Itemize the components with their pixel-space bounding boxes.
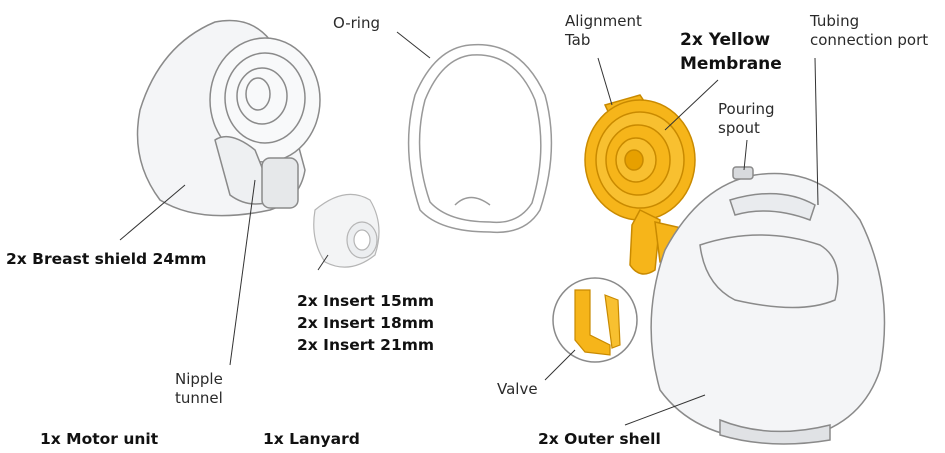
motor-unit-label: 1x Motor unit xyxy=(40,428,158,450)
valve-label: Valve xyxy=(497,380,538,399)
insert xyxy=(314,194,379,267)
outer-shell-label: 2x Outer shell xyxy=(538,428,661,450)
o-ring xyxy=(409,45,552,233)
valve-detail xyxy=(553,278,637,362)
nipple-tunnel-label: Nipple tunnel xyxy=(175,370,223,408)
o-ring-label: O-ring xyxy=(333,14,380,33)
breast-shield xyxy=(138,20,321,215)
inserts-label: 2x Insert 15mm 2x Insert 18mm 2x Insert … xyxy=(297,290,434,356)
yellow-membrane-label: 2x Yellow Membrane xyxy=(680,28,782,76)
alignment-tab-label: Alignment Tab xyxy=(565,12,642,50)
pouring-spout-label: Pouring spout xyxy=(718,100,775,138)
lanyard-label: 1x Lanyard xyxy=(263,428,360,450)
breast-shield-label: 2x Breast shield 24mm xyxy=(6,248,206,270)
tubing-connection-port-label: Tubing connection port xyxy=(810,12,928,50)
